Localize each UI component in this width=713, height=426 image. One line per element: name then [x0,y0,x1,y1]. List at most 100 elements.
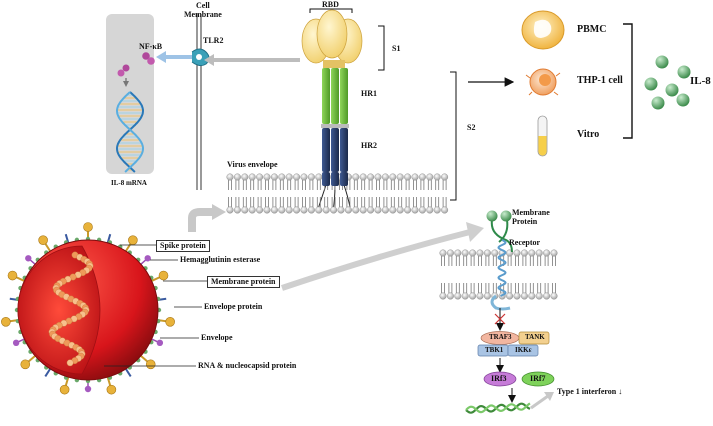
envelope-lipid-head [389,173,397,181]
envelope-lipid-head [352,173,360,181]
host-lipid-head [454,249,462,257]
envelope-label: Envelope [201,333,233,342]
receptor-icon [497,239,507,297]
envelope-lipid-head [307,173,315,181]
envelope-lipid-head [426,206,434,214]
envelope-lipid-head [381,206,389,214]
cell-membrane-label: Cell Membrane [184,1,222,19]
thp1-cell-icon [525,68,561,96]
s1-label: S1 [392,44,401,53]
virus-spike-icon [128,235,138,245]
virus-spike-icon [20,359,31,370]
membrane-protein-icon [486,210,513,253]
envelope-lipid-head [263,206,271,214]
envelope-lipid-head [248,206,256,214]
envelope-lipid-head [433,173,441,181]
virus-envelope-label: Virus envelope [227,160,278,169]
envelope-lipid-head [315,173,323,181]
virus-spike-icon [165,317,175,327]
host-lipid-head [439,249,447,257]
envelope-protein-icon [156,339,164,347]
il8-molecule-icon [644,55,691,110]
tlr2-receptor-icon [191,48,210,67]
host-lipid-head [461,292,469,300]
envelope-lipid-head [337,206,345,214]
virus-callout-lines [104,244,207,367]
s2-label: S2 [467,123,476,132]
inhibition-mark [494,313,506,325]
hr2-label: HR2 [361,141,377,150]
envelope-lipid-head [263,173,271,181]
host-lipid-head [520,292,528,300]
envelope-protein-icon [144,255,151,262]
virus-spike-icon [106,384,117,395]
envelope-lipid-head [300,206,308,214]
host-lipid-head [535,249,543,257]
dna-helix-icon [116,91,144,173]
envelope-lipid-head [293,173,301,181]
envelope-lipid-head [441,206,449,214]
host-lipid-head [543,292,551,300]
hr1-domain [322,68,348,124]
envelope-lipid-head [248,173,256,181]
virus-spike-icon [7,270,18,281]
host-lipid-head [513,292,521,300]
rna-nucleocapsid-label: RNA & nucleocapsid protein [198,361,297,370]
virus-spike-icon [83,222,93,232]
nucleus-panel [106,14,154,174]
envelope-lipid-head [270,206,278,214]
envelope-lipid-head [374,173,382,181]
tank-label: TANK [525,333,545,341]
envelope-lipid-head [367,206,375,214]
host-lipid-head [483,292,491,300]
host-lipid-head [491,249,499,257]
virus-spike-icon [59,384,70,395]
virus-spike-icon [38,235,48,245]
envelope-lipid-head [381,173,389,181]
hr2-domain [322,128,348,172]
host-lipid-head [543,249,551,257]
host-lipid-head [550,249,558,257]
envelope-lipid-head [241,206,249,214]
tlr2-label: TLR2 [203,36,224,45]
membrane-protein-label: Membrane protein [207,276,280,288]
ikke-label: IKKε [515,346,532,354]
host-lipid-head [469,292,477,300]
hr1-label: HR1 [361,89,377,98]
cell-membrane [196,14,202,190]
host-lipid-head [439,292,447,300]
envelope-lipid-head [396,173,404,181]
envelope-lipid-head [270,173,278,181]
host-lipid-head [520,249,528,257]
test-tube-icon [537,115,548,157]
il8-label: IL-8 [690,75,711,87]
envelope-lipid-head [411,206,419,214]
irf7-label: IRf7 [530,374,546,383]
host-lipid-head [476,292,484,300]
virus-spike-icon [1,317,11,327]
envelope-lipid-head [233,206,241,214]
nf-kb-molecule-icon [117,52,155,77]
envelope-lipid-head [278,173,286,181]
host-lipid-head [461,249,469,257]
virus-envelope-bilayer [226,172,449,214]
traf3-label: TRAF3 [489,333,512,341]
coronavirus-icon [1,222,175,395]
rbd-domain [301,9,363,64]
spike-to-envelope-arrow [188,208,214,232]
host-lipid-head [469,249,477,257]
envelope-lipid-head [359,206,367,214]
envelope-lipid-head [344,206,352,214]
envelope-lipid-head [441,173,449,181]
envelope-lipid-head [352,206,360,214]
envelope-lipid-head [293,206,301,214]
rbd-bracket [309,8,353,13]
envelope-lipid-head [330,206,338,214]
envelope-protein-icon [25,255,32,262]
cells-bracket [623,23,633,139]
host-lipid-head [550,292,558,300]
envelope-lipid-head [322,206,330,214]
envelope-lipid-head [256,206,264,214]
